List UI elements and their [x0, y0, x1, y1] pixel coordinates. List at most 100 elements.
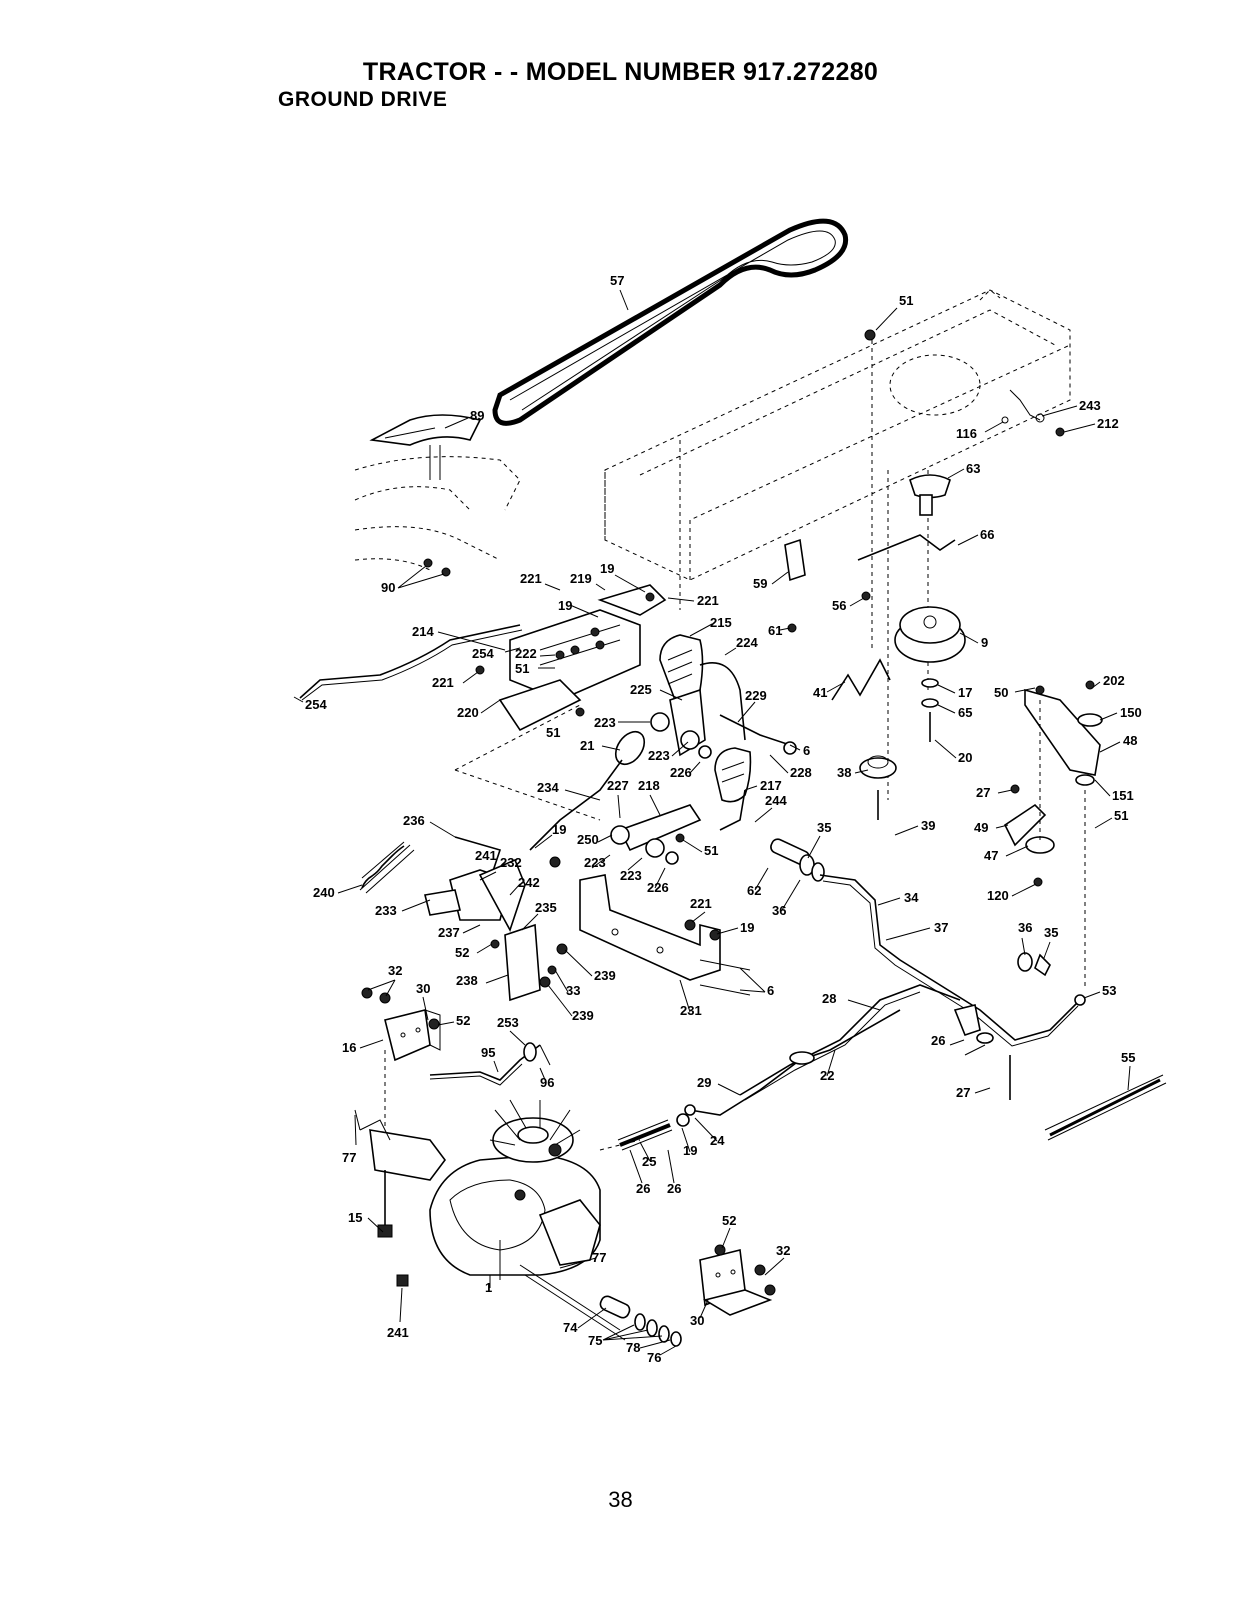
callout-65: 65 [958, 705, 972, 720]
callout-224: 224 [736, 635, 758, 650]
callout-19-b: 19 [558, 598, 572, 613]
tractor-frame-drawing [604, 289, 1071, 610]
callout-244: 244 [765, 793, 787, 808]
callout-33: 33 [566, 983, 580, 998]
callout-74: 74 [563, 1320, 578, 1335]
pedal-bracket-drawing [299, 584, 667, 732]
callout-215: 215 [710, 615, 732, 630]
callout-75: 75 [588, 1333, 602, 1348]
callout-239-b: 239 [572, 1008, 594, 1023]
callout-17: 17 [958, 685, 972, 700]
callout-242: 242 [518, 875, 540, 890]
callout-241-b: 241 [387, 1325, 409, 1340]
callout-243: 243 [1079, 398, 1101, 413]
springs-drawing [617, 1074, 1167, 1151]
callout-66: 66 [980, 527, 994, 542]
callout-15: 15 [348, 1210, 362, 1225]
callout-39: 39 [921, 818, 935, 833]
callout-151: 151 [1112, 788, 1134, 803]
callout-62: 62 [747, 883, 761, 898]
callout-19-a: 19 [600, 561, 614, 576]
callout-51: 51 [899, 293, 913, 308]
callout-20: 20 [958, 750, 972, 765]
section-title: GROUND DRIVE [278, 88, 448, 111]
callout-250: 250 [577, 832, 599, 847]
callout-52-a: 52 [455, 945, 469, 960]
callout-25: 25 [642, 1154, 656, 1169]
shift-lever-drawing [454, 704, 646, 851]
callout-150: 150 [1120, 705, 1142, 720]
callout-254-b: 254 [305, 697, 327, 712]
callout-116: 116 [956, 426, 977, 441]
transaxle-drawing [354, 1050, 641, 1341]
callout-214: 214 [412, 624, 434, 639]
callout-37: 37 [934, 920, 948, 935]
callout-27-a: 27 [976, 785, 990, 800]
callout-226-b: 226 [647, 880, 669, 895]
callout-61: 61 [768, 623, 782, 638]
callout-223-c: 223 [584, 855, 606, 870]
callout-237: 237 [438, 925, 460, 940]
callout-59: 59 [753, 576, 767, 591]
callout-57: 57 [610, 273, 624, 288]
callout-212: 212 [1097, 416, 1119, 431]
callout-226-a: 226 [670, 765, 692, 780]
callout-26-b: 26 [636, 1181, 650, 1196]
callout-52-b: 52 [456, 1013, 470, 1028]
callout-235: 235 [535, 900, 557, 915]
callout-89: 89 [470, 408, 484, 423]
callout-9: 9 [981, 635, 988, 650]
callout-254-a: 254 [472, 646, 494, 661]
callout-19-d: 19 [740, 920, 754, 935]
callout-24: 24 [710, 1133, 725, 1148]
callout-223-b: 223 [648, 748, 670, 763]
callout-218: 218 [638, 778, 660, 793]
callout-239-a: 239 [594, 968, 616, 983]
callout-232: 232 [500, 855, 522, 870]
callout-223-d: 223 [620, 868, 642, 883]
callout-223-a: 223 [594, 715, 616, 730]
callout-32-b: 32 [776, 1243, 790, 1258]
callout-27-b: 27 [956, 1085, 970, 1100]
callout-78: 78 [626, 1340, 640, 1355]
callout-229: 229 [745, 688, 767, 703]
callout-35-b: 35 [1044, 925, 1058, 940]
callout-77-b: 77 [592, 1250, 606, 1265]
fender-drawing [354, 414, 521, 577]
callout-120: 120 [987, 888, 1009, 903]
callout-228: 228 [790, 765, 812, 780]
callout-32-a: 32 [388, 963, 402, 978]
control-rods-drawing [689, 838, 1086, 1116]
callout-238: 238 [456, 973, 478, 988]
callout-36-b: 36 [1018, 920, 1032, 935]
callout-51-c: 51 [546, 725, 560, 740]
callout-220: 220 [457, 705, 479, 720]
callout-50: 50 [994, 685, 1008, 700]
page-number: 38 [608, 1487, 633, 1512]
callout-36-a: 36 [772, 903, 786, 918]
callout-253: 253 [497, 1015, 519, 1030]
callout-38: 38 [837, 765, 851, 780]
callout-51-d: 51 [1114, 808, 1128, 823]
right-bracket-drawing [1001, 389, 1103, 990]
callout-28: 28 [822, 991, 836, 1006]
callout-225: 225 [630, 682, 652, 697]
callout-221-b: 221 [697, 593, 719, 608]
speed-control-drawing [359, 836, 568, 1002]
callout-202: 202 [1103, 673, 1125, 688]
callout-51-b: 51 [515, 661, 529, 676]
callout-16: 16 [342, 1040, 356, 1055]
callout-56: 56 [832, 598, 846, 613]
callout-30-b: 30 [690, 1313, 704, 1328]
callout-221-a: 221 [520, 571, 542, 586]
bracket-231-drawing [579, 874, 721, 981]
pedals-drawing [659, 634, 797, 831]
callout-234: 234 [537, 780, 559, 795]
callout-19-c: 19 [552, 822, 566, 837]
callout-236: 236 [403, 813, 425, 828]
callout-35-a: 35 [817, 820, 831, 835]
callout-53: 53 [1102, 983, 1116, 998]
leader-lines [293, 289, 1131, 1356]
callout-1: 1 [485, 1280, 492, 1295]
